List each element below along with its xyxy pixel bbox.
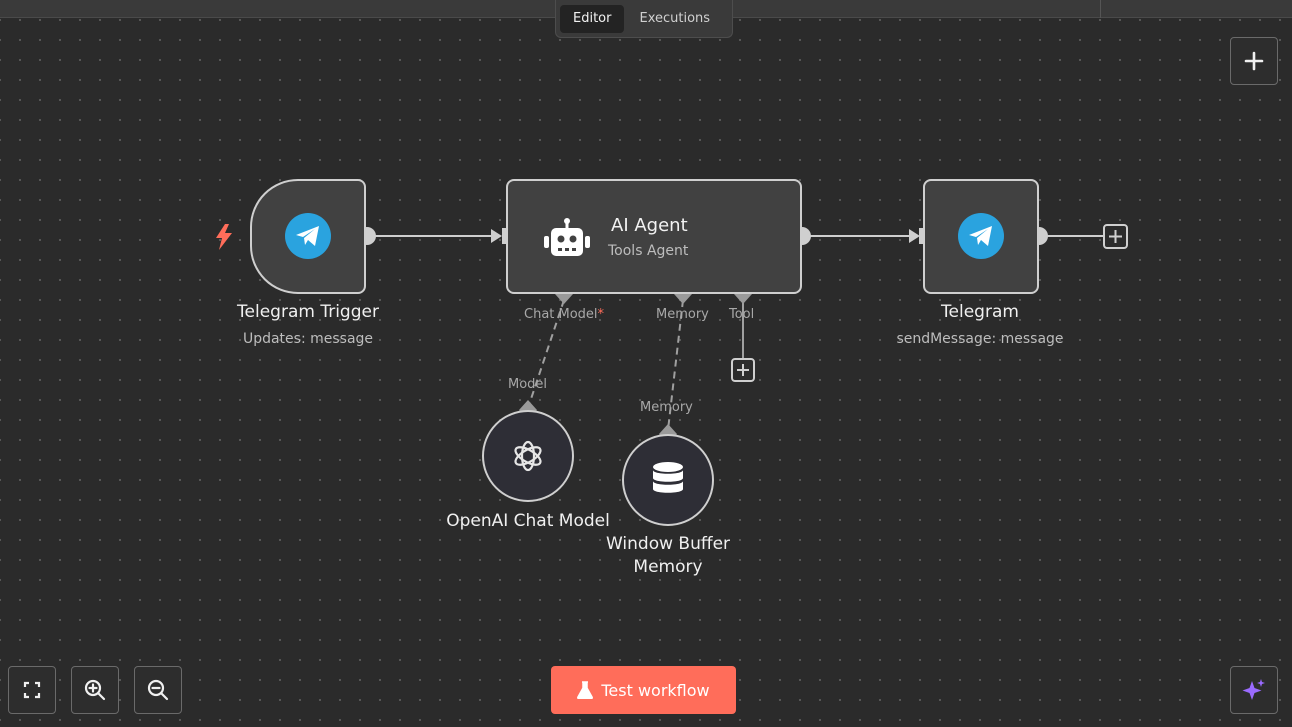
- openai-icon: [514, 440, 542, 472]
- node-title: Telegram: [941, 302, 1019, 322]
- port-label-chat-model: Chat Model*: [524, 307, 604, 322]
- port-label-tool: Tool: [729, 307, 755, 322]
- node-window-buffer-memory[interactable]: [622, 434, 714, 526]
- zoom-in-icon: [84, 679, 106, 701]
- node-title: AI Agent: [611, 215, 688, 236]
- required-mark: *: [597, 307, 605, 322]
- fit-view-button[interactable]: [8, 666, 56, 714]
- port-label-text: Chat Model: [524, 307, 598, 322]
- top-bar-divider: [1100, 0, 1101, 18]
- ai-assistant-button[interactable]: [1230, 666, 1278, 714]
- tab-editor[interactable]: Editor: [560, 4, 625, 33]
- node-title: OpenAI Chat Model: [446, 511, 610, 531]
- node-telegram[interactable]: [923, 179, 1039, 294]
- add-node-button[interactable]: [1230, 37, 1278, 85]
- node-title-line1: Window Buffer: [605, 534, 731, 554]
- flask-icon: [577, 681, 594, 699]
- database-icon: [653, 462, 683, 493]
- zoom-out-icon: [147, 679, 169, 701]
- node-subtitle: sendMessage: message: [896, 331, 1064, 347]
- zoom-in-button[interactable]: [71, 666, 119, 714]
- telegram-icon: [958, 213, 1004, 259]
- port-label-memory: Memory: [656, 307, 709, 322]
- arrow-head: [909, 229, 920, 243]
- node-openai-chat-model[interactable]: [482, 410, 574, 502]
- test-workflow-button[interactable]: Test workflow: [551, 666, 736, 714]
- node-title: Telegram Trigger: [237, 302, 379, 322]
- tab-executions[interactable]: Executions: [639, 11, 711, 26]
- plus-icon: [1244, 51, 1264, 71]
- robot-icon: [544, 218, 590, 256]
- node-telegram-trigger[interactable]: [250, 179, 366, 294]
- add-tool-button[interactable]: [731, 358, 755, 382]
- connection-chat-model: [527, 299, 565, 409]
- node-subtitle: Updates: message: [242, 331, 374, 347]
- lightning-icon: [216, 224, 232, 250]
- node-subtitle: Tools Agent: [608, 243, 689, 259]
- fit-view-icon: [23, 681, 41, 699]
- connection-memory: [667, 299, 684, 431]
- add-next-node-button[interactable]: [1103, 224, 1128, 249]
- ai-sparkle-icon: [1242, 679, 1265, 700]
- view-tabs: Editor Executions: [555, 0, 733, 38]
- zoom-out-button[interactable]: [134, 666, 182, 714]
- node-title-line2: Memory: [633, 557, 703, 577]
- arrow-head: [491, 229, 502, 243]
- port-label-memory-input: Memory: [640, 400, 693, 415]
- port-label-model: Model: [508, 377, 548, 392]
- telegram-icon: [285, 213, 331, 259]
- node-ai-agent[interactable]: AI Agent Tools Agent: [506, 179, 802, 294]
- test-workflow-label: Test workflow: [601, 680, 710, 700]
